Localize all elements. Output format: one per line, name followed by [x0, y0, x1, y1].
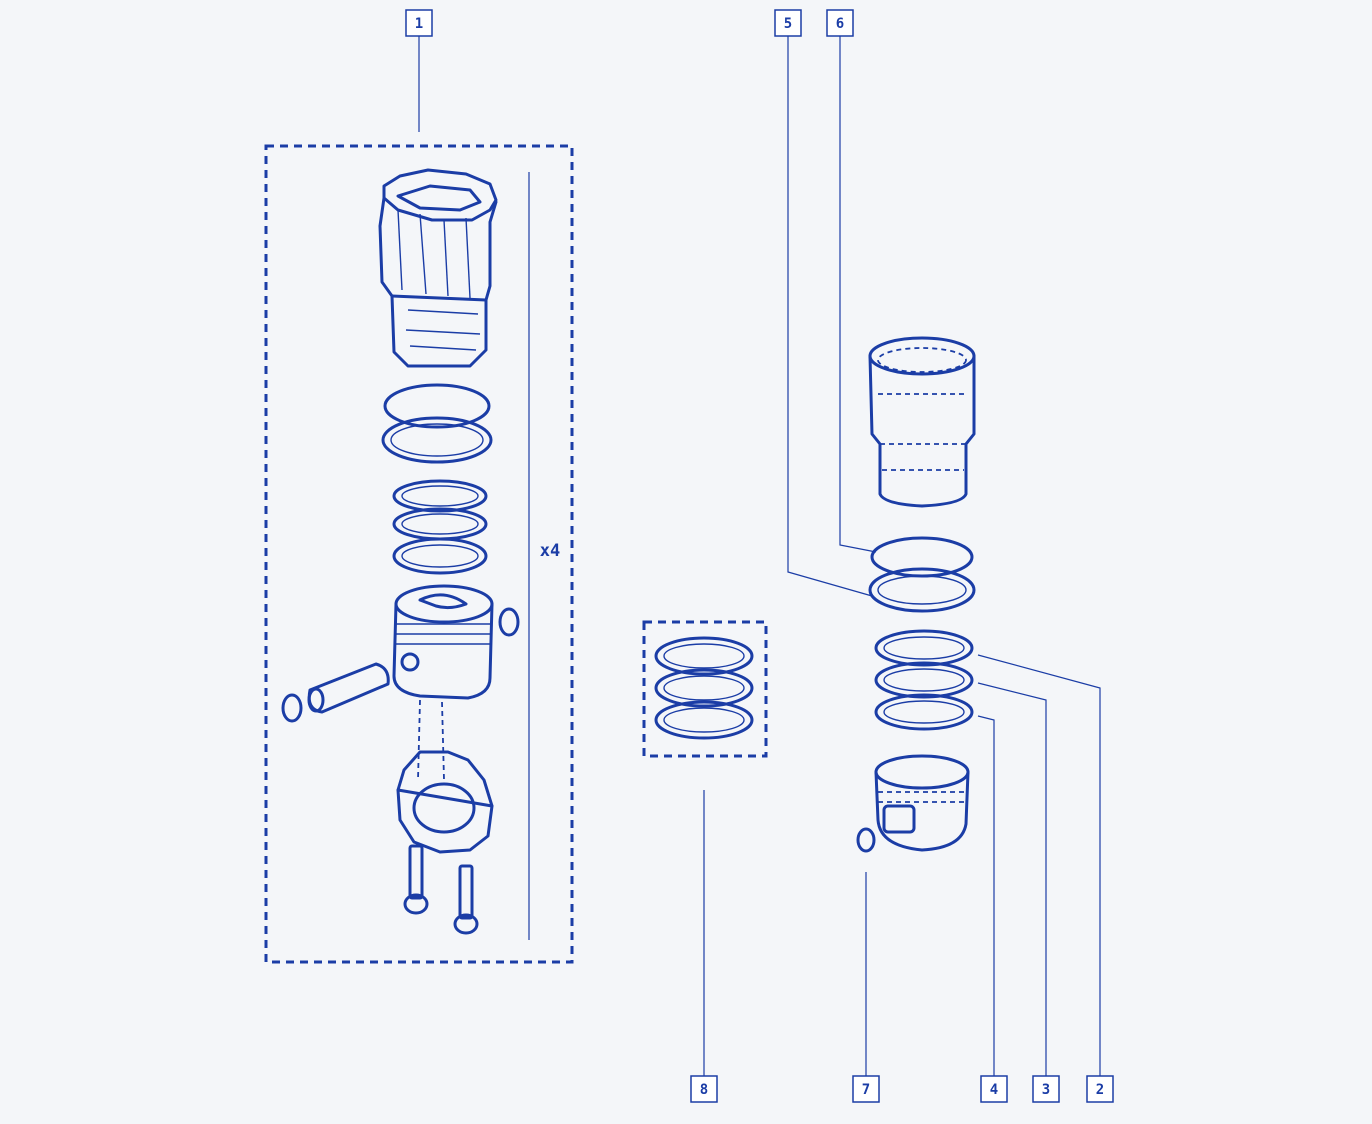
piston-pin-icon	[281, 662, 390, 723]
callout-8: 8	[690, 1075, 718, 1103]
svg-text:4: 4	[990, 1082, 998, 1098]
svg-text:7: 7	[862, 1082, 870, 1098]
ghost-liner-icon	[868, 336, 976, 508]
svg-text:5: 5	[784, 16, 792, 32]
callout-3: 3	[1032, 1075, 1060, 1103]
liner-seal-rings-icon	[381, 383, 493, 464]
cylinder-liner-icon	[378, 168, 498, 368]
connecting-rod-icon	[396, 699, 494, 854]
callout-5: 5	[774, 9, 802, 37]
ring-set-icon	[654, 636, 754, 740]
kit-1-outline	[264, 144, 574, 964]
svg-text:3: 3	[1042, 1082, 1050, 1098]
callout-1: 1	[405, 9, 433, 37]
kit-8-outline	[642, 620, 768, 758]
svg-text:6: 6	[836, 16, 844, 32]
callout-7: 7	[852, 1075, 880, 1103]
leader-lines	[418, 36, 1101, 1076]
piston-rings-icon	[392, 479, 488, 575]
callout-6: 6	[826, 9, 854, 37]
piston-right-icon	[856, 754, 970, 853]
svg-text:1: 1	[415, 16, 423, 32]
svg-text:2: 2	[1096, 1082, 1104, 1098]
piston-icon	[392, 584, 520, 700]
svg-text:8: 8	[700, 1082, 708, 1098]
callout-2: 2	[1086, 1075, 1114, 1103]
piston-rings-right-icon	[874, 629, 974, 731]
liner-seals-icon	[868, 536, 976, 613]
rod-bolts-icon	[403, 844, 479, 935]
callout-4: 4	[980, 1075, 1008, 1103]
quantity-label: x4	[540, 541, 560, 561]
